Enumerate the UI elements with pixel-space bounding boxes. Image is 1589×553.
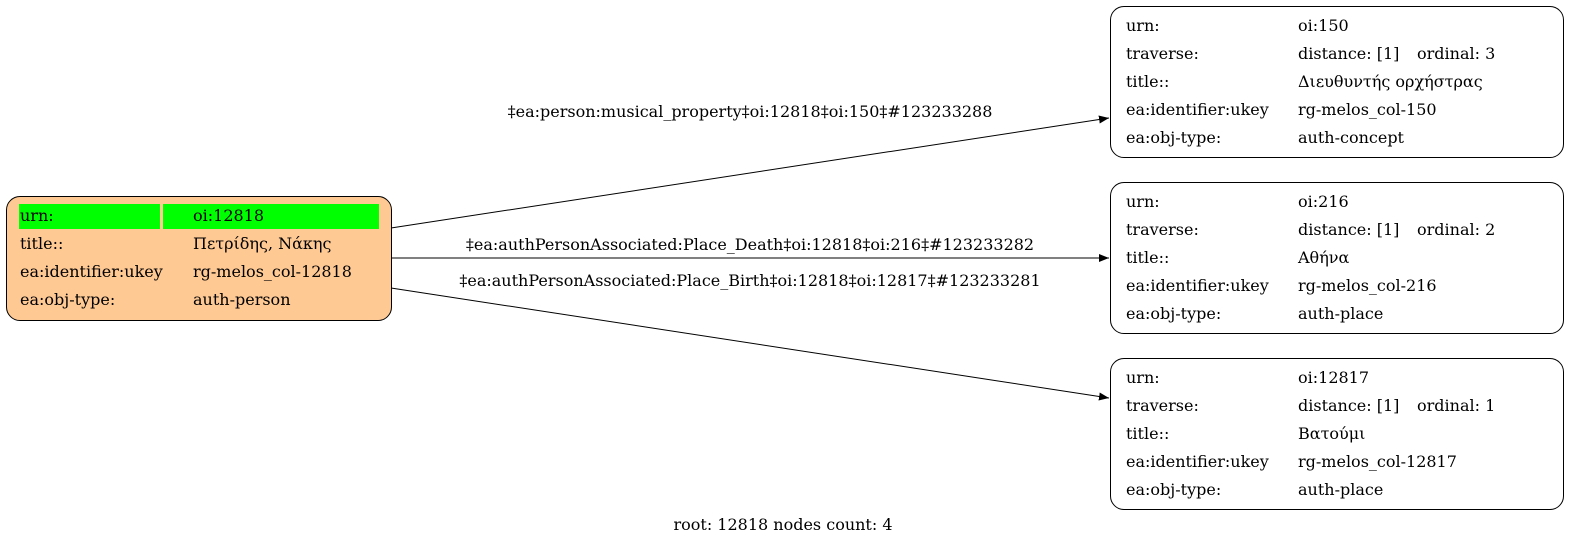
node-row: urn: oi:12818	[7, 203, 391, 229]
row-key: title::	[1126, 424, 1170, 443]
edge-label: ‡ea:authPersonAssociated:Place_Death‡oi:…	[465, 235, 1035, 254]
row-key: title::	[1126, 72, 1170, 91]
node-row-title: title::Βατούμι	[1111, 421, 1563, 447]
node-row-urn: urn: oi:150	[1111, 13, 1563, 39]
urn-key-highlight	[19, 204, 160, 229]
node-row: ea:identifier:ukey rg-melos_col-12818	[7, 259, 391, 285]
row-value: rg-melos_col-12817	[1298, 452, 1457, 471]
row-value: oi:150	[1298, 16, 1349, 35]
row-value: oi:12817	[1298, 368, 1370, 387]
node-row-traverse: traverse: distance: [1] ordinal: 1	[1111, 393, 1563, 419]
node-row-urn: urn: oi:216	[1111, 189, 1563, 215]
row-value: Αθήνα	[1298, 248, 1350, 267]
row-key: ea:obj-type:	[1126, 480, 1222, 499]
ordinal-value: ordinal: 2	[1417, 220, 1496, 239]
node-row-ukey: ea:identifier:ukey rg-melos_col-12817	[1111, 449, 1563, 475]
row-key: ea:identifier:ukey	[1126, 452, 1269, 471]
row-value: rg-melos_col-150	[1298, 100, 1437, 119]
footer-summary: root: 12818 nodes count: 4	[673, 515, 893, 534]
row-value: oi:12818	[193, 206, 265, 225]
node-row: title::Πετρίδης, Νάκης	[7, 231, 391, 257]
target-node[interactable]: urn: oi:12817 traverse: distance: [1] ordina…	[1110, 358, 1564, 510]
row-value: auth-person	[193, 290, 291, 309]
row-key: urn:	[1126, 368, 1160, 387]
row-value: auth-concept	[1298, 128, 1404, 147]
node-row-obj-type: ea:obj-type: auth-concept	[1111, 125, 1563, 151]
row-key: traverse:	[1126, 396, 1199, 415]
row-value: rg-melos_col-216	[1298, 276, 1437, 295]
row-key: ea:identifier:ukey	[1126, 276, 1269, 295]
row-key: title::	[20, 234, 64, 253]
row-key: ea:obj-type:	[1126, 128, 1222, 147]
edge-label: ‡ea:authPersonAssociated:Place_Birth‡oi:…	[459, 271, 1041, 290]
node-row-title: title::Αθήνα	[1111, 245, 1563, 271]
node-row-title: title::Διευθυντής ορχήστρας	[1111, 69, 1563, 95]
node-row-traverse: traverse: distance: [1] ordinal: 2	[1111, 217, 1563, 243]
row-key: urn:	[1126, 192, 1160, 211]
row-value: Διευθυντής ορχήστρας	[1298, 72, 1483, 91]
row-value: Πετρίδης, Νάκης	[193, 234, 332, 253]
node-row-ukey: ea:identifier:ukey rg-melos_col-216	[1111, 273, 1563, 299]
row-key: traverse:	[1126, 220, 1199, 239]
edge-line-place-birth	[390, 287, 1110, 401]
ordinal-value: ordinal: 1	[1417, 396, 1496, 415]
target-node[interactable]: urn: oi:216 traverse: distance: [1] ordinal:…	[1110, 182, 1564, 334]
node-row: ea:obj-type: auth-person	[7, 287, 391, 313]
row-key: ea:identifier:ukey	[20, 262, 163, 281]
row-key: urn:	[1126, 16, 1160, 35]
ordinal-value: ordinal: 3	[1417, 44, 1496, 63]
row-value: auth-place	[1298, 480, 1384, 499]
row-value: auth-place	[1298, 304, 1384, 323]
row-key: traverse:	[1126, 44, 1199, 63]
distance-value: distance: [1]	[1298, 220, 1400, 239]
row-key: urn:	[20, 206, 54, 225]
row-key: ea:identifier:ukey	[1126, 100, 1269, 119]
target-node[interactable]: urn: oi:150 traverse: distance: [1] ordinal:…	[1110, 6, 1564, 158]
edge-label: ‡ea:person:musical_property‡oi:12818‡oi:…	[507, 102, 993, 121]
row-key: title::	[1126, 248, 1170, 267]
node-row-traverse: traverse: distance: [1] ordinal: 3	[1111, 41, 1563, 67]
distance-value: distance: [1]	[1298, 44, 1400, 63]
edge-line-musical-property	[390, 115, 1110, 229]
node-row-obj-type: ea:obj-type: auth-place	[1111, 477, 1563, 503]
urn-value-highlight	[163, 204, 379, 229]
node-row-ukey: ea:identifier:ukey rg-melos_col-150	[1111, 97, 1563, 123]
row-key: ea:obj-type:	[1126, 304, 1222, 323]
row-value: oi:216	[1298, 192, 1349, 211]
node-row-obj-type: ea:obj-type: auth-place	[1111, 301, 1563, 327]
distance-value: distance: [1]	[1298, 396, 1400, 415]
row-value: Βατούμι	[1298, 424, 1366, 443]
node-row-urn: urn: oi:12817	[1111, 365, 1563, 391]
row-key: ea:obj-type:	[20, 290, 116, 309]
row-value: rg-melos_col-12818	[193, 262, 352, 281]
